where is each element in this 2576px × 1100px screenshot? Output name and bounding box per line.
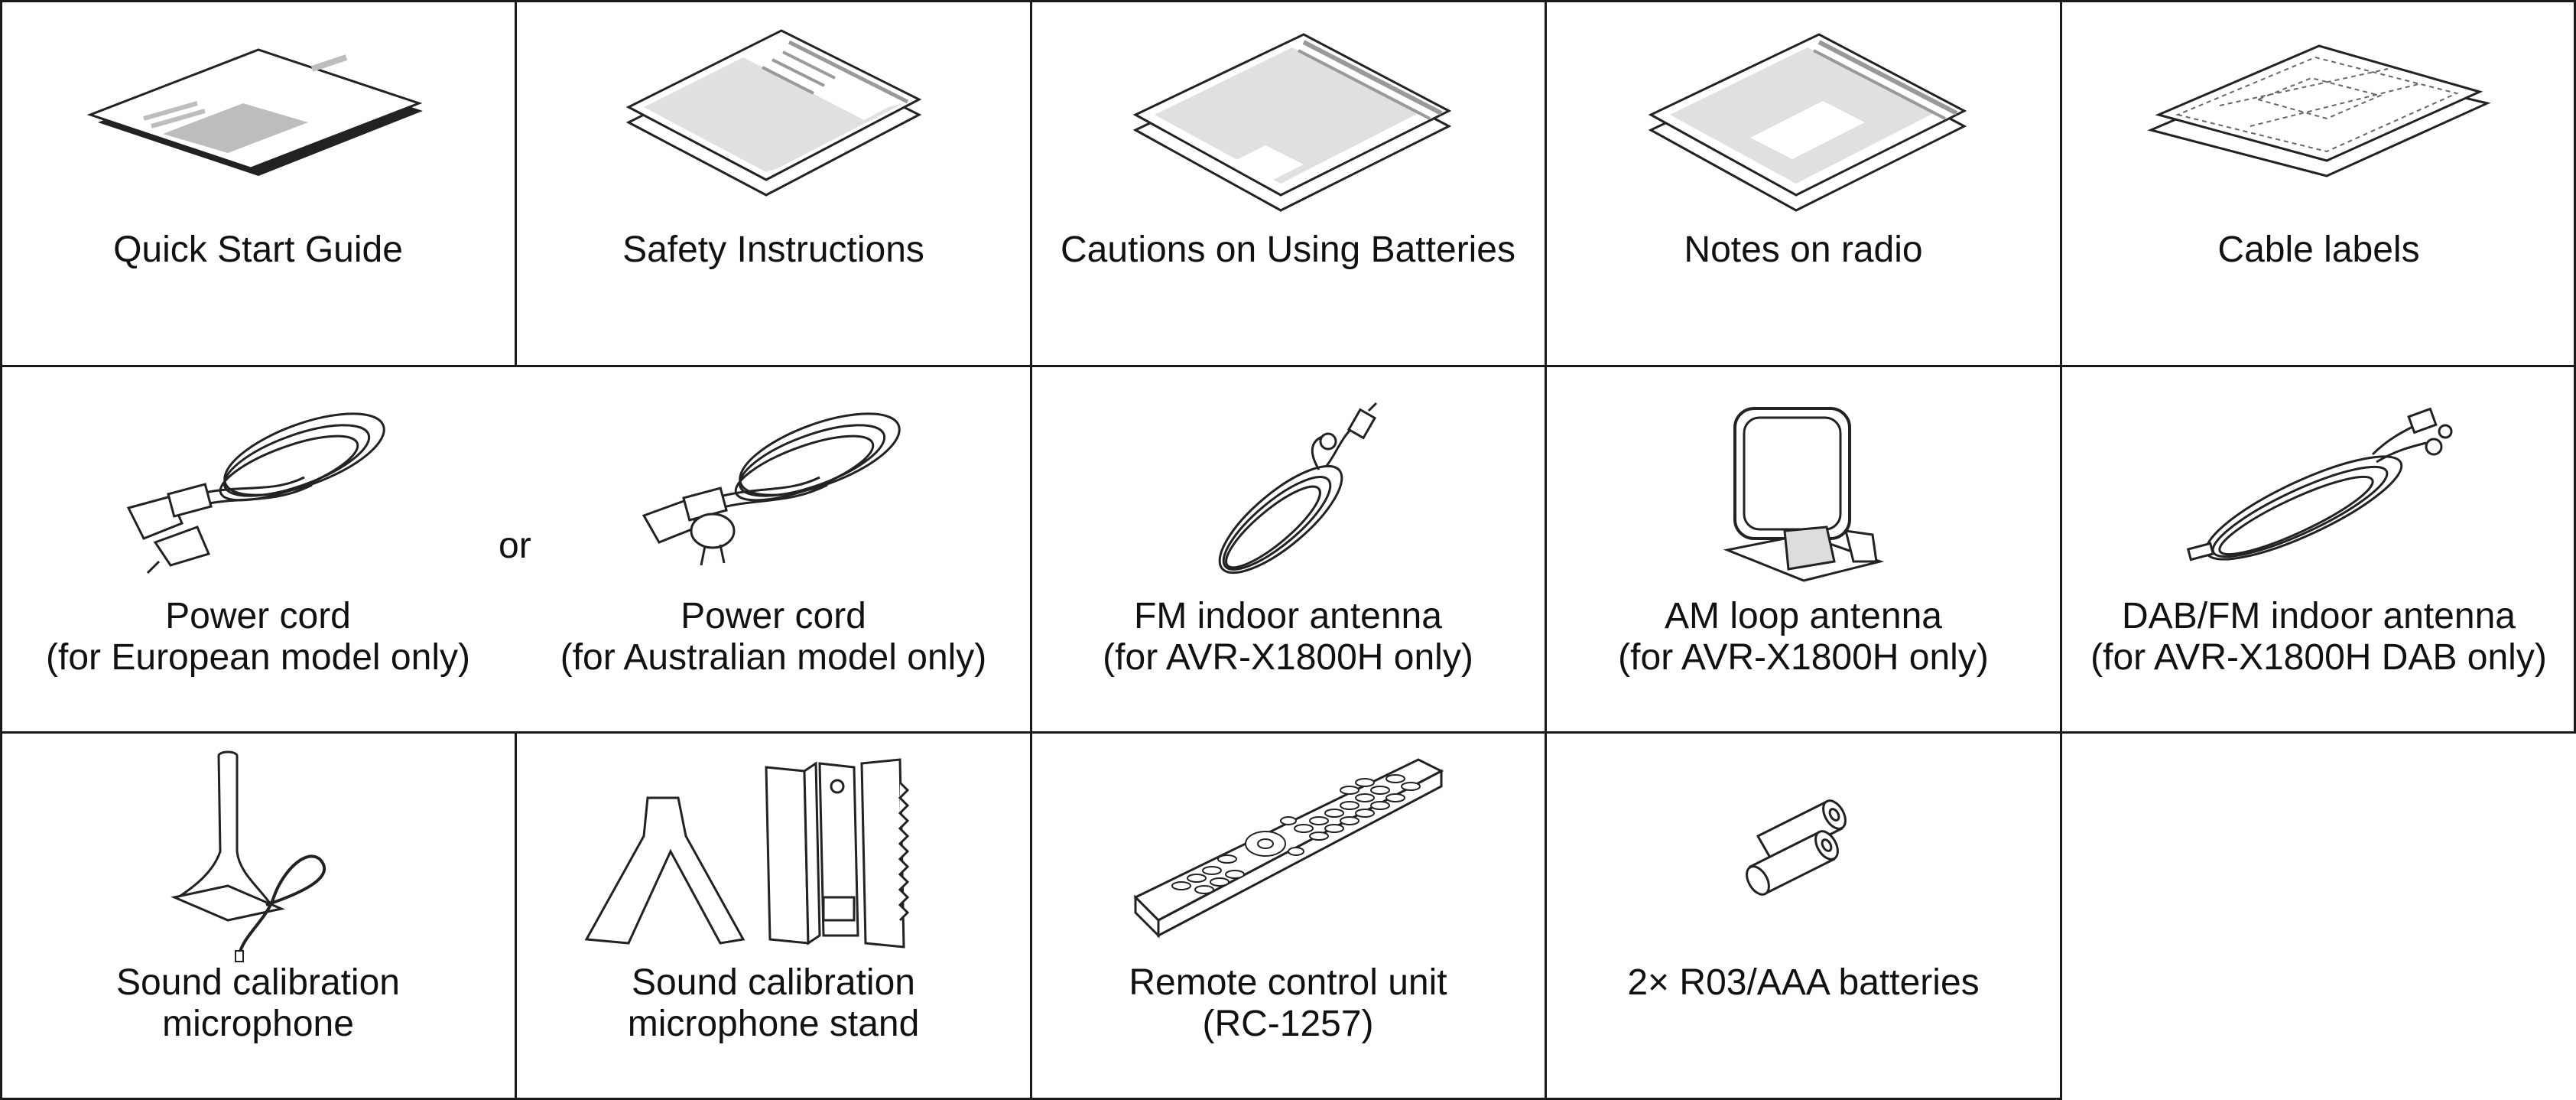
grid-border-left: [0, 0, 2, 1100]
australian-power-cord-icon: [516, 401, 1031, 577]
accessory-label: Safety Instructions: [622, 229, 924, 270]
grid-col-divider-4: [2060, 0, 2062, 1100]
grid-col-divider-3: [1545, 0, 1547, 1100]
quick-start-guide-icon: [0, 23, 516, 176]
remote-control-icon: [1031, 744, 1545, 951]
or-separator: or: [499, 526, 531, 566]
accessory-cell-am-antenna: AM loop antenna (for AVR-X1800H only): [1545, 366, 2061, 732]
dab-fm-antenna-icon: [2061, 401, 2576, 577]
accessory-label: Quick Start Guide: [113, 229, 403, 270]
accessory-label: Cautions on Using Batteries: [1061, 229, 1515, 270]
accessory-cell-quick-start-guide: Quick Start Guide: [0, 0, 516, 366]
accessory-cell-dab-fm-antenna: DAB/FM indoor antenna (for AVR-X1800H DA…: [2061, 366, 2576, 732]
grid-col-divider-2: [1030, 0, 1032, 1100]
cable-labels-sheet-icon: [2061, 31, 2576, 184]
accessory-label: Notes on radio: [1684, 229, 1923, 270]
calibration-microphone-icon: [0, 744, 516, 966]
accessory-label: 2× R03/AAA batteries: [1627, 962, 1980, 1003]
accessory-label: Remote control unit (RC-1257): [1129, 962, 1447, 1044]
accessory-cell-remote-control: Remote control unit (RC-1257): [1031, 733, 1545, 1100]
battery-cautions-sheet-icon: [1031, 15, 1545, 214]
accessory-cell-australian-power-cord: Power cord (for Australian model only): [516, 366, 1031, 732]
accessory-label: DAB/FM indoor antenna (for AVR-X1800H DA…: [2090, 596, 2547, 678]
grid-row-divider-1: [0, 365, 2576, 367]
grid-col-divider-1-row3: [515, 732, 517, 1100]
grid-border-top: [0, 0, 2576, 2]
safety-instructions-icon: [516, 23, 1031, 214]
grid-col-divider-1-row1: [515, 0, 517, 366]
accessory-cell-microphone-stand: Sound calibration microphone stand: [516, 733, 1031, 1100]
accessory-cell-european-power-cord: Power cord (for European model only): [0, 366, 516, 732]
accessory-label: Cable labels: [2217, 229, 2420, 270]
microphone-stand-icon: [516, 752, 1031, 958]
accessory-label: FM indoor antenna (for AVR-X1800H only): [1103, 596, 1473, 678]
accessory-cell-fm-antenna: FM indoor antenna (for AVR-X1800H only): [1031, 366, 1545, 732]
accessory-label: AM loop antenna (for AVR-X1800H only): [1618, 596, 1989, 678]
european-power-cord-icon: [0, 401, 516, 577]
grid-row-divider-2: [0, 731, 2576, 734]
radio-notes-sheet-icon: [1545, 15, 2061, 214]
accessory-cell-microphone: Sound calibration microphone: [0, 733, 516, 1100]
accessory-label: Power cord (for European model only): [46, 596, 470, 678]
am-loop-antenna-icon: [1545, 397, 2061, 588]
accessory-cell-batteries: 2× R03/AAA batteries: [1545, 733, 2061, 1100]
accessory-label: Power cord (for Australian model only): [560, 596, 987, 678]
batteries-icon: [1545, 790, 2061, 913]
accessory-cell-radio-notes: Notes on radio: [1545, 0, 2061, 366]
accessory-label: Sound calibration microphone stand: [627, 962, 920, 1044]
accessory-cell-battery-cautions: Cautions on Using Batteries: [1031, 0, 1545, 366]
fm-antenna-icon: [1031, 397, 1545, 588]
accessory-cell-safety-instructions: Safety Instructions: [516, 0, 1031, 366]
accessory-cell-cable-labels: Cable labels: [2061, 0, 2576, 366]
accessory-label: Sound calibration microphone: [116, 962, 400, 1044]
